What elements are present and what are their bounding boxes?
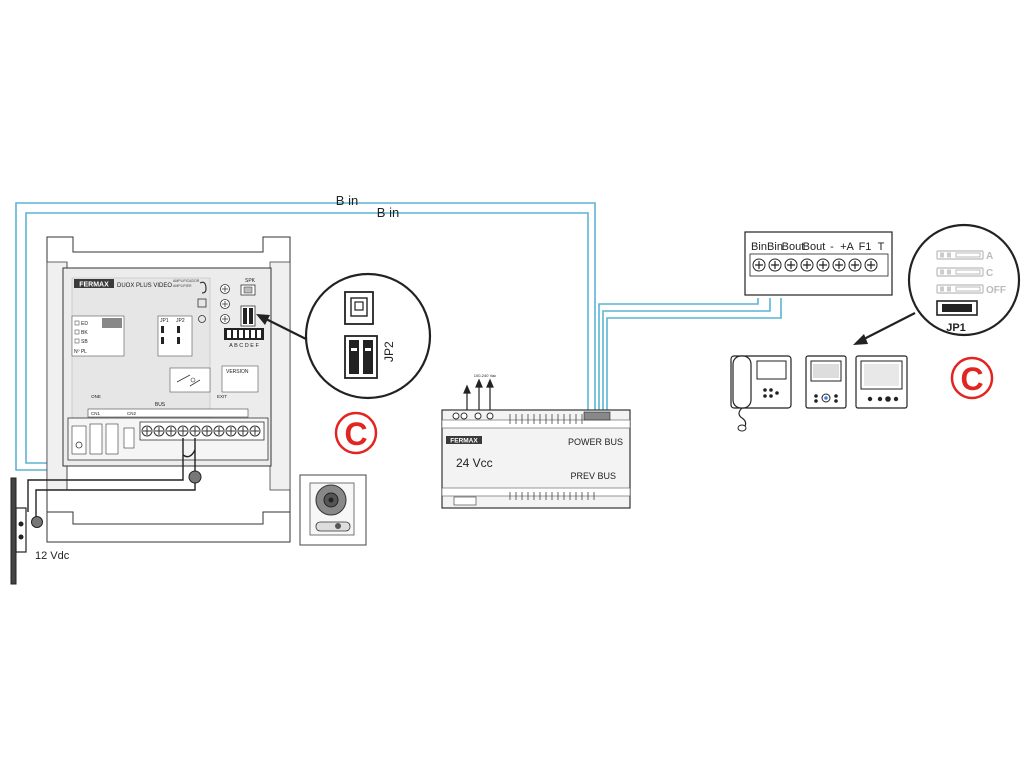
cn2-label: CN2	[127, 411, 136, 416]
jp1-callout-label: JP1	[946, 322, 966, 334]
jp1-option-c: C	[986, 268, 993, 279]
terminal-label-5: +A	[840, 241, 854, 253]
b-in-inner-label: B in	[377, 205, 399, 220]
callout-c-right	[950, 356, 994, 400]
bus-to-terminal-wire-2	[602, 298, 771, 410]
prev-bus-label: PREV BUS	[570, 471, 616, 481]
exit-label: EXIT	[217, 394, 227, 399]
electric-lock	[10, 477, 43, 585]
jp2-callout-label: JP2	[382, 341, 396, 362]
bus-to-terminal-wire-3	[606, 298, 782, 410]
version-box	[221, 365, 259, 393]
b-in-outer-label: B in	[336, 193, 358, 208]
power-bus-label: POWER BUS	[568, 437, 623, 447]
terminal-label-4: -	[830, 241, 834, 253]
psu-voltage: 24 Vcc	[456, 456, 493, 470]
camera-module	[299, 474, 367, 546]
jp2-small-label: JP2	[176, 318, 185, 324]
amplifier-module: FERMAX DUOX PLUS VIDEO AMPLIFICADOR AMPL…	[62, 267, 272, 467]
dip-switch: A B C D E F	[224, 328, 264, 349]
cn1-connector	[89, 423, 103, 455]
jp2-pointer-arrow	[256, 314, 307, 340]
jp1-option-a: A	[986, 251, 993, 262]
bus-label: BUS	[155, 402, 166, 408]
power-supply-unit: FERMAX POWER BUS 24 Vcc PREV BUS	[441, 409, 631, 509]
nfpl-label: Nº PL	[74, 349, 87, 355]
terminal-label-2: Bout	[782, 241, 805, 253]
terminal-label-1: Bin	[767, 241, 783, 253]
spk-label: SPK	[245, 278, 256, 284]
cn1-label: CN1	[91, 411, 100, 416]
jp-table: JP1 JP2	[157, 315, 193, 357]
terminal-label-6: F1	[859, 241, 872, 253]
handset-monitor	[730, 355, 792, 432]
terminal-label-0: Bin	[751, 241, 767, 253]
type-table: ED BK SB Nº PL	[71, 315, 125, 357]
amplifier-brand: FERMAX	[79, 282, 109, 289]
handset-icon	[199, 281, 207, 294]
volume-knobs	[197, 281, 230, 324]
mains-label: 100-240 Vac	[474, 373, 496, 378]
type-row-ed: ED	[81, 321, 88, 327]
dl1-led	[71, 425, 87, 455]
camera-icon	[197, 298, 207, 308]
mains-input-arrows	[463, 378, 494, 410]
callout-c-left	[334, 411, 378, 455]
compact-monitor	[805, 355, 847, 409]
bus-to-terminal-wire-1	[598, 298, 759, 410]
dip-letters: A B C D E F	[229, 343, 259, 349]
jp2-zoom-callout: JP2	[304, 272, 432, 400]
relay-selector	[169, 367, 211, 393]
jp1-small-label: JP1	[160, 318, 169, 324]
psu-brand: FERMAX	[450, 438, 478, 445]
jp1-option-off: OFF	[986, 285, 1006, 296]
version-label: VERSION	[226, 369, 249, 375]
cn2-connector	[105, 423, 119, 455]
callout-c-left-text: C	[344, 416, 367, 452]
brightness-icon	[198, 315, 206, 323]
jp1-pointer-arrow	[853, 312, 916, 345]
wide-monitor	[855, 355, 908, 409]
terminal-label-3: Bout	[803, 241, 826, 253]
monitor-terminal-block: Bin Bin Bout Bout - +A F1 T	[744, 231, 893, 296]
psu-brand-plate	[446, 436, 482, 444]
type-row-bk: BK	[81, 330, 88, 336]
amplifier-model: DUOX PLUS VIDEO	[117, 283, 172, 289]
type-row-sb: SB	[81, 339, 88, 345]
amplifier-brand-plate	[74, 279, 114, 288]
jp1-zoom-callout: A C OFF JP1	[907, 223, 1021, 337]
callout-c-right-text: C	[960, 361, 983, 397]
supply-voltage-label: 12 Vdc	[35, 550, 70, 562]
amplifier-sub-es: AMPLIFICADOR	[173, 279, 200, 283]
terminal-label-7: T	[878, 241, 885, 253]
lock-wiring	[27, 438, 202, 520]
one-label: ONE	[91, 394, 101, 399]
amplifier-sub-en: AMPLIFIER	[173, 284, 192, 288]
screw-terminals	[139, 421, 265, 441]
